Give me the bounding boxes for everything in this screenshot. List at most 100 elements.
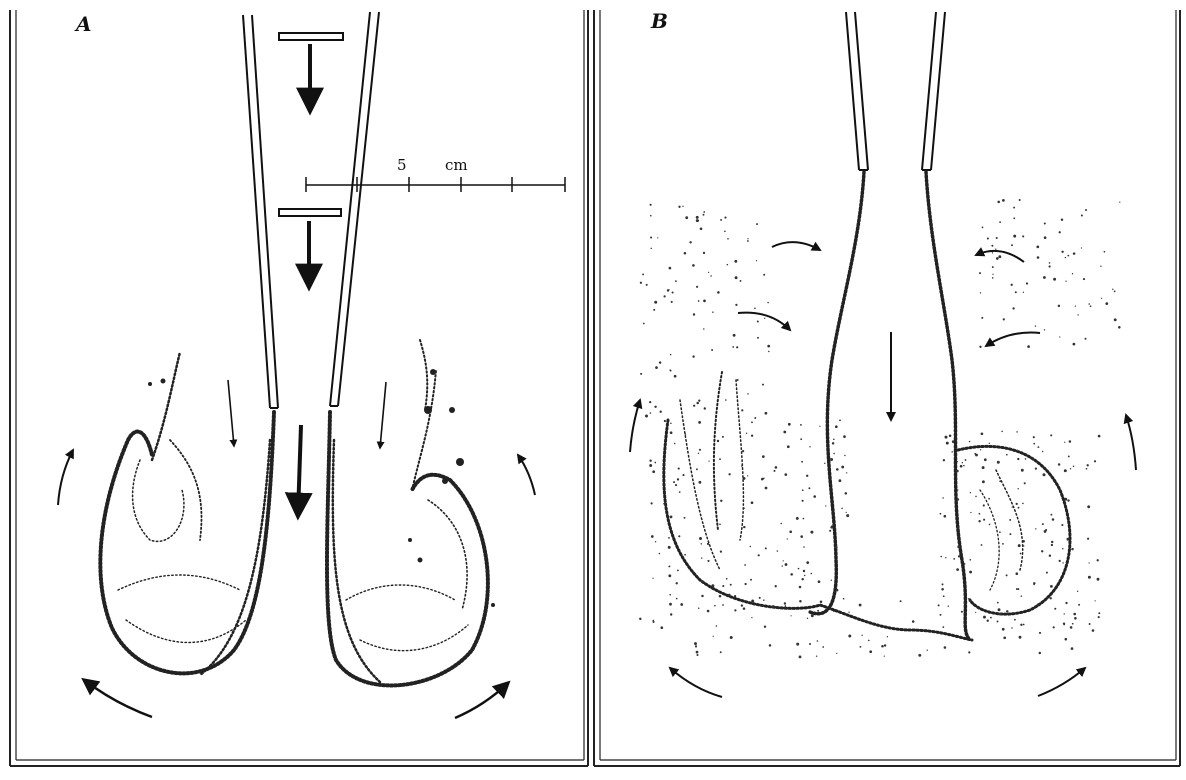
dye-particle bbox=[791, 615, 792, 616]
dye-particle bbox=[1037, 256, 1040, 259]
dye-particle bbox=[692, 264, 695, 267]
dye-particle bbox=[844, 455, 845, 456]
dye-particle bbox=[869, 650, 872, 653]
entrainment-arrow-left bbox=[228, 380, 234, 446]
dye-particle bbox=[756, 223, 758, 225]
dye-particle bbox=[640, 282, 642, 284]
dye-particle bbox=[724, 217, 726, 219]
dye-particle bbox=[751, 421, 753, 423]
dye-particle bbox=[765, 412, 768, 415]
dye-particle bbox=[1023, 624, 1025, 626]
dye-particle bbox=[1078, 604, 1080, 606]
dye-particle bbox=[845, 492, 848, 495]
dye-particle bbox=[783, 560, 784, 561]
dye-particle bbox=[726, 578, 728, 580]
dye-particle bbox=[979, 346, 981, 348]
panel-b-pipette-right bbox=[922, 12, 945, 170]
dye-particle bbox=[677, 478, 679, 480]
dye-particle bbox=[958, 518, 959, 519]
dye-particle bbox=[982, 480, 985, 483]
dye-particle bbox=[1046, 572, 1048, 574]
dye-particle bbox=[830, 526, 833, 529]
dye-particle bbox=[743, 477, 746, 480]
dye-particle bbox=[767, 302, 769, 304]
dye-particle bbox=[1073, 252, 1076, 255]
dye-particle bbox=[800, 438, 802, 440]
dye-particle bbox=[1114, 291, 1116, 293]
dye-particle bbox=[760, 605, 762, 607]
scale-bar-unit: cm bbox=[445, 156, 468, 174]
dye-particle bbox=[703, 328, 704, 329]
dye-particle bbox=[1098, 612, 1100, 614]
dye-particle bbox=[861, 635, 862, 636]
dye-particle bbox=[836, 589, 839, 592]
dye-particle bbox=[711, 584, 714, 587]
dye-particle bbox=[649, 401, 651, 403]
dye-particle bbox=[651, 502, 653, 504]
dye-particle bbox=[701, 581, 704, 584]
dye-particle bbox=[1062, 548, 1063, 549]
dye-particle bbox=[846, 512, 847, 513]
dye-particle bbox=[799, 656, 802, 659]
dye-particle bbox=[650, 204, 652, 206]
piston-bar-upper bbox=[279, 33, 343, 40]
dye-particle bbox=[816, 656, 817, 657]
dye-particle bbox=[672, 291, 674, 293]
dye-particle bbox=[668, 546, 671, 549]
dye-particle bbox=[1094, 460, 1096, 462]
dye-particle bbox=[1016, 450, 1018, 452]
dye-particle bbox=[663, 503, 664, 504]
dye-particle bbox=[945, 557, 946, 558]
dye-particle bbox=[1064, 613, 1065, 614]
dye-particle bbox=[737, 379, 739, 381]
dye-particle bbox=[1018, 544, 1021, 547]
dye-particle bbox=[1049, 262, 1051, 264]
dye-particle bbox=[995, 249, 996, 250]
circulation-arrow-a-upper-left bbox=[58, 450, 73, 505]
dye-particle bbox=[1077, 591, 1078, 592]
dye-particle bbox=[998, 255, 1001, 258]
dye-particle bbox=[796, 643, 799, 646]
dye-particle bbox=[1064, 498, 1067, 501]
dye-particle bbox=[677, 569, 679, 571]
dye-particle bbox=[696, 468, 698, 470]
dye-particle bbox=[678, 206, 680, 208]
dye-particle bbox=[1009, 533, 1011, 535]
dye-particle bbox=[696, 654, 698, 656]
dye-particle bbox=[918, 654, 921, 657]
dye-particle bbox=[1039, 632, 1041, 634]
circulation-arrow-b-lower-left bbox=[670, 668, 722, 697]
dye-particle bbox=[765, 547, 767, 549]
dye-particle bbox=[835, 546, 838, 549]
dye-particle bbox=[678, 535, 680, 537]
dye-particle bbox=[670, 515, 673, 518]
dye-particle bbox=[735, 276, 738, 279]
dye-particle bbox=[703, 300, 706, 303]
dye-particle bbox=[940, 556, 942, 558]
dye-particle bbox=[968, 651, 970, 653]
dye-particle bbox=[758, 554, 760, 556]
dye-particle bbox=[1049, 265, 1051, 267]
dye-particle bbox=[982, 466, 985, 469]
dye-particle bbox=[949, 435, 952, 438]
dye-particle bbox=[810, 573, 812, 575]
dye-particle bbox=[1073, 466, 1075, 468]
dye-particle bbox=[692, 355, 694, 357]
dye-particle bbox=[751, 617, 752, 618]
dye-particle bbox=[1097, 559, 1099, 561]
dye-particle bbox=[1016, 588, 1018, 590]
dye-particle bbox=[790, 573, 793, 576]
dye-particle bbox=[1069, 440, 1072, 443]
dye-particle bbox=[696, 402, 699, 405]
dye-particle bbox=[743, 526, 745, 528]
dye-particle bbox=[684, 517, 686, 519]
piston-bar-lower bbox=[279, 209, 341, 216]
dye-particle bbox=[759, 597, 761, 599]
dye-particle bbox=[809, 643, 811, 645]
dye-particle bbox=[859, 604, 862, 607]
dye-particle bbox=[997, 201, 1000, 204]
dye-particle bbox=[969, 571, 972, 574]
dye-particle bbox=[1087, 538, 1089, 540]
dye-particle bbox=[1033, 436, 1035, 438]
dye-particle bbox=[1027, 345, 1030, 348]
